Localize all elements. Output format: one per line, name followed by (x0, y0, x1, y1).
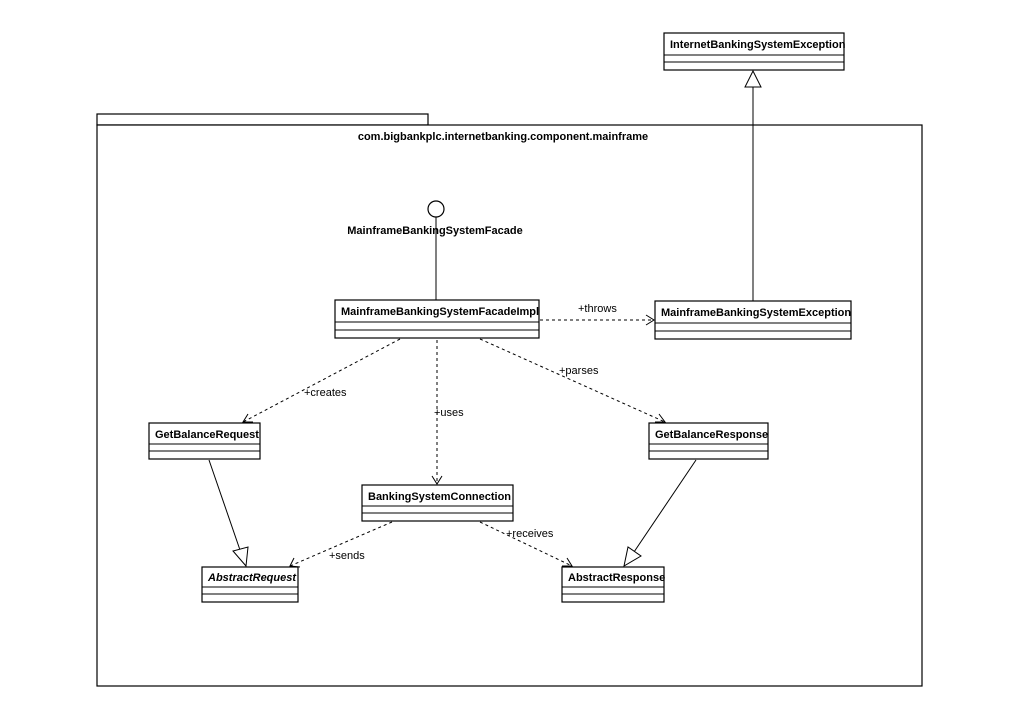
relation-label-receives: +receives (506, 528, 554, 540)
open-arrowhead-icon (431, 475, 443, 485)
class-name: GetBalanceRequest (155, 429, 259, 441)
class-name: GetBalanceResponse (655, 429, 768, 441)
class-internet-banking-system-exception[interactable]: InternetBankingSystemException (663, 32, 846, 71)
relation-label-creates: +creates (304, 387, 347, 399)
dependency-sends: +sends (289, 521, 393, 568)
class-abstract-response[interactable]: AbstractResponse (561, 566, 665, 603)
dependency-creates: +creates (242, 338, 401, 423)
class-name: InternetBankingSystemException (670, 39, 846, 51)
dependency-uses: +uses (431, 340, 464, 485)
class-get-balance-response[interactable]: GetBalanceResponse (648, 422, 769, 460)
package-name: com.bigbankplc.internetbanking.component… (358, 131, 648, 143)
generalization-arrowhead-icon (744, 69, 762, 88)
class-name: AbstractRequest (207, 572, 297, 584)
generalization-arrowhead-icon (623, 546, 642, 568)
class-mainframe-banking-system-facade-impl[interactable]: MainframeBankingSystemFacadeImpl (334, 299, 540, 339)
open-arrowhead-icon (645, 314, 655, 326)
interface-circle-icon (427, 200, 445, 218)
generalization-arrowhead-icon (232, 546, 249, 568)
dependency-throws: +throws (540, 303, 655, 326)
interface-mainframe-banking-system-facade[interactable]: MainframeBankingSystemFacade (347, 200, 523, 300)
dependency-receives: +receives (479, 521, 573, 567)
relation-label-sends: +sends (329, 550, 365, 562)
class-get-balance-request[interactable]: GetBalanceRequest (148, 422, 261, 460)
relation-label-uses: +uses (434, 407, 464, 419)
open-arrowhead-icon (242, 413, 253, 423)
relation-label-parses: +parses (559, 365, 599, 377)
generalization-exception (744, 69, 762, 301)
generalization-response (623, 459, 697, 568)
relation-label-throws: +throws (578, 303, 617, 315)
generalization-request (208, 459, 249, 568)
open-arrowhead-icon (562, 557, 573, 567)
class-abstract-request[interactable]: AbstractRequest (201, 566, 299, 603)
open-arrowhead-icon (655, 413, 666, 423)
package-tab (96, 113, 429, 126)
class-name: AbstractResponse (568, 572, 665, 584)
class-mainframe-banking-system-exception[interactable]: MainframeBankingSystemException (654, 300, 852, 340)
class-name: MainframeBankingSystemFacadeImpl (341, 306, 539, 318)
dependency-parses: +parses (479, 338, 666, 423)
class-name: MainframeBankingSystemException (661, 307, 851, 319)
open-arrowhead-icon (289, 557, 301, 568)
class-banking-system-connection[interactable]: BankingSystemConnection (361, 484, 514, 522)
interface-name: MainframeBankingSystemFacade (347, 225, 522, 237)
class-name: BankingSystemConnection (368, 491, 511, 503)
